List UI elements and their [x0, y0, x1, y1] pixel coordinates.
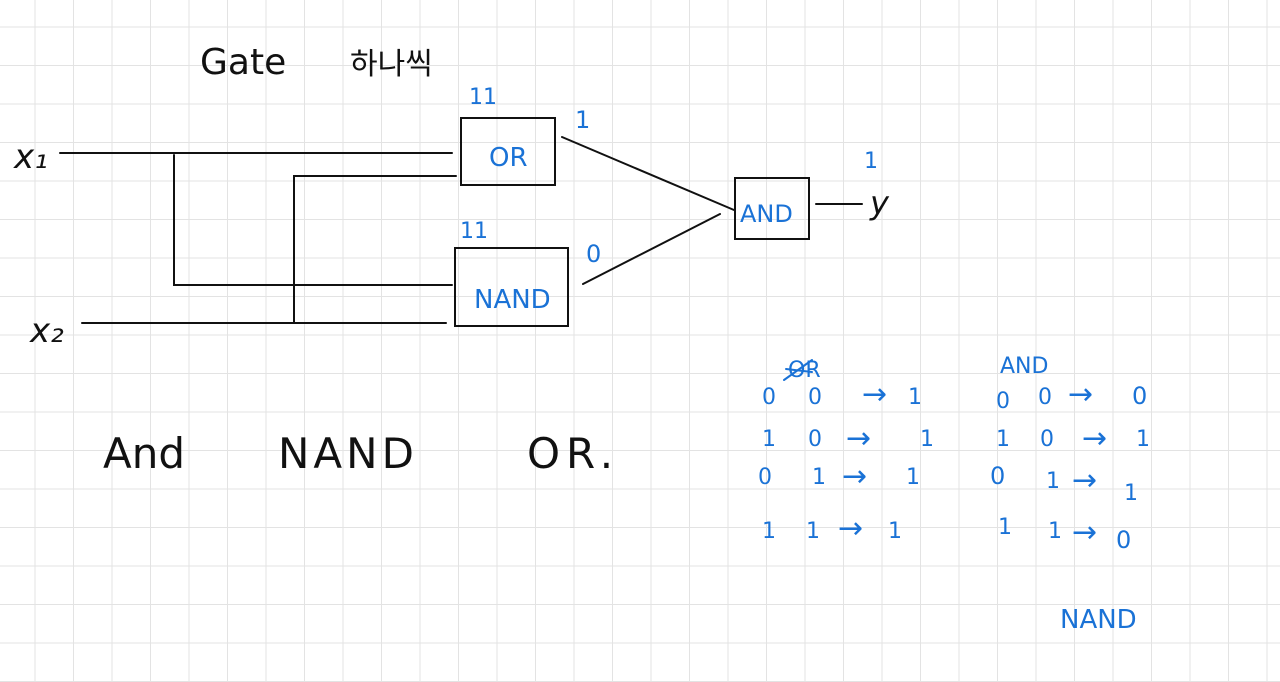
or-output-value: 1	[575, 106, 590, 134]
and-row2-a: 1	[996, 427, 1010, 452]
nand-output-value: 0	[586, 240, 601, 268]
and-row3-a: 0	[990, 462, 1005, 490]
wire-x1-to-nand	[173, 154, 453, 286]
and-row3-arrow: →	[1072, 463, 1097, 498]
and-row2-arrow: →	[1082, 421, 1107, 456]
or-row4-b: 1	[806, 519, 820, 544]
or-row2-b: 0	[808, 427, 822, 452]
or-row4-out: 1	[888, 519, 902, 544]
and-row2-out: 1	[1136, 427, 1150, 452]
nand-caption: NAND	[1060, 605, 1137, 635]
and-row4-arrow: →	[1072, 515, 1097, 550]
or-truth-table: OR 0 0 → 1 1 0 → 1 0 1 → 1 1 1 → 1	[758, 358, 934, 546]
and-row1-a: 0	[996, 389, 1010, 414]
or-row1-b: 0	[808, 385, 822, 410]
or-row1-arrow: →	[862, 377, 887, 412]
y-output-value: 1	[864, 149, 878, 174]
and-row1-arrow: →	[1068, 377, 1093, 412]
or-row1-out: 1	[908, 385, 922, 410]
wire-or-to-and	[561, 136, 735, 211]
title-gate: Gate	[200, 42, 286, 83]
strikethrough-mark	[785, 368, 813, 373]
input-x2-label: x₂	[29, 311, 64, 351]
and-row2-b: 0	[1040, 427, 1054, 452]
or-gate	[460, 117, 556, 186]
or-input-values: 11	[469, 85, 497, 110]
circuit-wires	[59, 136, 863, 324]
wire-x2-to-or	[293, 175, 457, 324]
or-row4-a: 1	[762, 519, 776, 544]
and-row3-b: 1	[1046, 469, 1060, 494]
or-row3-a: 0	[758, 465, 772, 490]
or-row2-out: 1	[920, 427, 934, 452]
or-gate-label: OR	[489, 143, 528, 173]
and-row3-out: 1	[1124, 481, 1138, 506]
and-row1-b: 0	[1038, 385, 1052, 410]
or-row2-arrow: →	[846, 421, 871, 456]
note-or: OR.	[527, 429, 619, 478]
and-row4-out: 0	[1116, 526, 1131, 554]
or-row1-a: 0	[762, 385, 776, 410]
or-row4-arrow: →	[838, 511, 863, 546]
output-y-label: y	[869, 184, 890, 222]
input-x1-label: x₁	[13, 137, 48, 177]
nand-gate	[454, 247, 569, 327]
wire-nand-to-and	[582, 213, 721, 285]
or-row3-b: 1	[812, 465, 826, 490]
or-row3-out: 1	[906, 465, 920, 490]
and-gate	[734, 177, 810, 240]
nand-input-values: 11	[460, 219, 488, 244]
note-and: And	[103, 429, 185, 478]
or-row3-arrow: →	[842, 459, 867, 494]
and-row1-out: 0	[1132, 382, 1147, 410]
nand-gate-label: NAND	[474, 285, 551, 315]
title-korean: 하나씩	[350, 47, 433, 82]
and-table-title: AND	[1000, 354, 1048, 379]
and-truth-table: AND 0 0 → 0 1 0 → 1 0 1 → 1 1 1 → 0	[990, 354, 1150, 554]
or-row2-a: 1	[762, 427, 776, 452]
and-row4-b: 1	[1048, 519, 1062, 544]
and-row4-a: 1	[998, 515, 1012, 540]
note-nand: NAND	[278, 429, 418, 478]
and-gate-label: AND	[740, 200, 793, 228]
